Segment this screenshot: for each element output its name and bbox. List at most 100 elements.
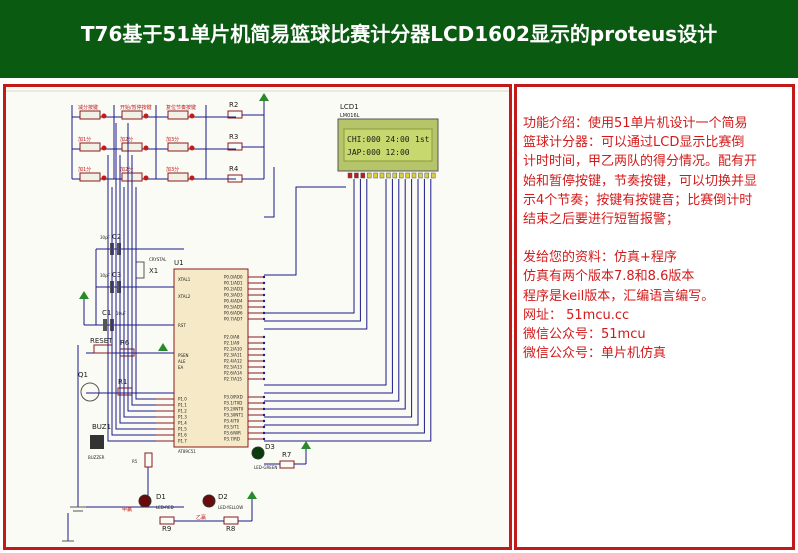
- c2-label: C2: [112, 233, 121, 241]
- ea-pin: EA: [178, 365, 184, 370]
- mcu-chip: U1 XTAL1 XTAL2 RST PSEN ALE EA AT89C51 P…: [107, 123, 266, 454]
- mcu-pin-label: P1.3: [178, 415, 187, 420]
- header-bar: T76基于51单片机简易篮球比赛计分器LCD1602显示的proteus设计: [0, 0, 798, 78]
- ale-pin: ALE: [178, 359, 186, 364]
- mcu-pin-label: P1.1: [178, 403, 187, 408]
- mcu-pin-label: P3.6/WR: [224, 431, 241, 436]
- schematic-panel: 减分按键开始/暂停按键复位节奏按键加1分加2分加3分加1分加2分加3分 R2 R…: [3, 84, 512, 550]
- mcu-pin-label: P1.4: [178, 421, 187, 426]
- keypad-button: 减分按键: [78, 104, 107, 120]
- lcd-line-1-suffix: 1st: [415, 135, 430, 144]
- c1-label: C1: [102, 309, 111, 317]
- lcd-line-2: JAP:000 12:00: [347, 148, 410, 157]
- description-text: 功能介绍：使用51单片机设计一个简易 篮球计分器：可以通过LCD显示比赛倒 计时…: [523, 114, 788, 363]
- d1-part: LED-RED: [156, 505, 174, 510]
- mcu-pin-label: P1.6: [178, 433, 187, 438]
- keypad-button: 加2分: [120, 136, 149, 152]
- mcu-pin-label: P3.2/INT0: [224, 407, 244, 412]
- keypad-button-label: 加3分: [166, 136, 179, 143]
- psen-pin: PSEN: [178, 353, 188, 358]
- buz-label: BUZ1: [92, 423, 111, 431]
- keypad-button-label: 复位节奏按键: [166, 104, 196, 111]
- wechat-line: 微信公众号：51mcu: [523, 327, 646, 343]
- r9-label: R9: [162, 525, 171, 533]
- mcu-pin-label: P1.2: [178, 409, 187, 414]
- keypad-button: 复位节奏按键: [166, 104, 196, 120]
- d1-label: D1: [156, 493, 166, 501]
- keypad-button-label: 加3分: [166, 166, 179, 173]
- mcu-pin-label: P2.5/A13: [224, 365, 242, 370]
- keypad-button: 加3分: [166, 166, 195, 182]
- mcu-pins-left: P1.0P1.1P1.2P1.3P1.4P1.5P1.6P1.7: [107, 123, 187, 444]
- buzzer-circuit: Q1 R1 BUZ1 BUZZER: [70, 345, 184, 512]
- mcu-pin-label: P2.6/A14: [224, 371, 242, 376]
- r5-label: R5: [132, 459, 138, 464]
- reset-circuit: RESET R6: [86, 337, 184, 357]
- mcu-pin-label: P3.7/RD: [224, 437, 240, 442]
- mcu-pin-label: P1.0: [178, 397, 187, 402]
- team-b-label: 乙赢: [196, 514, 206, 521]
- page-title: T76基于51单片机简易篮球比赛计分器LCD1602显示的proteus设计: [80, 22, 718, 46]
- buzzer-label: BUZZER: [88, 455, 105, 460]
- lcd-ref: LCD1: [340, 103, 359, 111]
- mcu-pin-label: P3.0/RXD: [224, 395, 243, 400]
- mcu-pin-label: P0.7/AD7: [224, 317, 243, 322]
- keypad-button-label: 加1分: [78, 136, 91, 143]
- r2-label: R2: [229, 101, 238, 109]
- c3-value: 30pF: [100, 273, 111, 278]
- reset-label: RESET: [90, 337, 113, 345]
- intro-line: 结束之后要进行短暂报警；: [523, 212, 680, 228]
- lcd-module: LCD1 LM016L CHI:000 24:00 1st JAP:000 12…: [337, 103, 439, 179]
- info-line: 程序是keil版本，汇编语言编写。: [523, 288, 715, 304]
- mcu-pin-label: P3.5/T1: [224, 425, 240, 430]
- lcd-pins: [347, 172, 436, 179]
- mcu-pin-label: P2.0/A8: [224, 335, 240, 340]
- lcd-line-1: CHI:000 24:00: [347, 135, 410, 144]
- keypad-button: 加3分: [166, 136, 195, 152]
- keypad-button: 加1分: [78, 166, 107, 182]
- website-line: 网址： 51mcu.cc: [523, 307, 630, 323]
- mcu-pin-label: P3.3/INT1: [224, 413, 244, 418]
- intro-line: 篮球计分器：可以通过LCD显示比赛倒: [523, 135, 745, 151]
- d3-label: D3: [265, 443, 275, 451]
- r7-label: R7: [282, 451, 291, 459]
- r3-label: R3: [229, 133, 238, 141]
- d2-part: LED-YELLOW: [218, 505, 243, 510]
- info-line: 发给您的资料：仿真+程序: [523, 250, 677, 266]
- d2-label: D2: [218, 493, 228, 501]
- keypad-button-label: 加2分: [120, 136, 133, 143]
- keypad-button-label: 开始/暂停按键: [120, 104, 152, 111]
- team-a-label: 甲赢: [122, 506, 132, 513]
- schematic-diagram: 减分按键开始/暂停按键复位节奏按键加1分加2分加3分加1分加2分加3分 R2 R…: [6, 90, 509, 542]
- rst-pin: RST: [178, 323, 186, 328]
- mcu-part: AT89C51: [178, 449, 196, 454]
- mcu-pin-label: P2.3/A11: [224, 353, 242, 358]
- keypad-button-label: 加1分: [78, 166, 91, 173]
- intro-line: 计时时间，甲乙两队的得分情况。配有开: [523, 154, 758, 170]
- mcu-pin-label: P2.7/A15: [224, 377, 242, 382]
- q1-label: Q1: [78, 371, 88, 379]
- c3-label: C3: [112, 271, 121, 279]
- lcd-part: LM016L: [340, 113, 360, 119]
- info-line: 仿真有两个版本7.8和8.6版本: [523, 269, 695, 285]
- r4-label: R4: [229, 165, 239, 173]
- crystal-label: CRYSTAL: [149, 257, 167, 262]
- intro-line: 示4个节奏；按键有按键音；比赛倒计时: [523, 192, 753, 208]
- mcu-pins-right: P0.0/AD0P0.1/AD1P0.2/AD2P0.3/AD3P0.4/AD4…: [224, 275, 266, 442]
- keypad-button-label: 减分按键: [78, 104, 98, 111]
- r1-label: R1: [118, 378, 127, 386]
- mcu-pin-label: P0.4/AD4: [224, 299, 243, 304]
- keypad-button: 加1分: [78, 136, 107, 152]
- mcu-ref: U1: [174, 259, 184, 267]
- d3-part: LED-GREEN: [254, 465, 277, 470]
- mcu-pin-label: P0.5/AD5: [224, 305, 243, 310]
- keypad-button-label: 加2分: [120, 166, 133, 173]
- mcu-pin-label: P3.4/T0: [224, 419, 240, 424]
- row-resistors: R2 R3 R4: [227, 93, 269, 183]
- description-panel: [514, 84, 795, 550]
- c1-value: 10uF: [116, 311, 127, 316]
- mcu-pin-label: P0.2/AD2: [224, 287, 243, 292]
- mcu-pin-label: P0.0/AD0: [224, 275, 243, 280]
- xtal2-pin: XTAL2: [178, 294, 191, 299]
- xtal1-pin: XTAL1: [178, 277, 191, 282]
